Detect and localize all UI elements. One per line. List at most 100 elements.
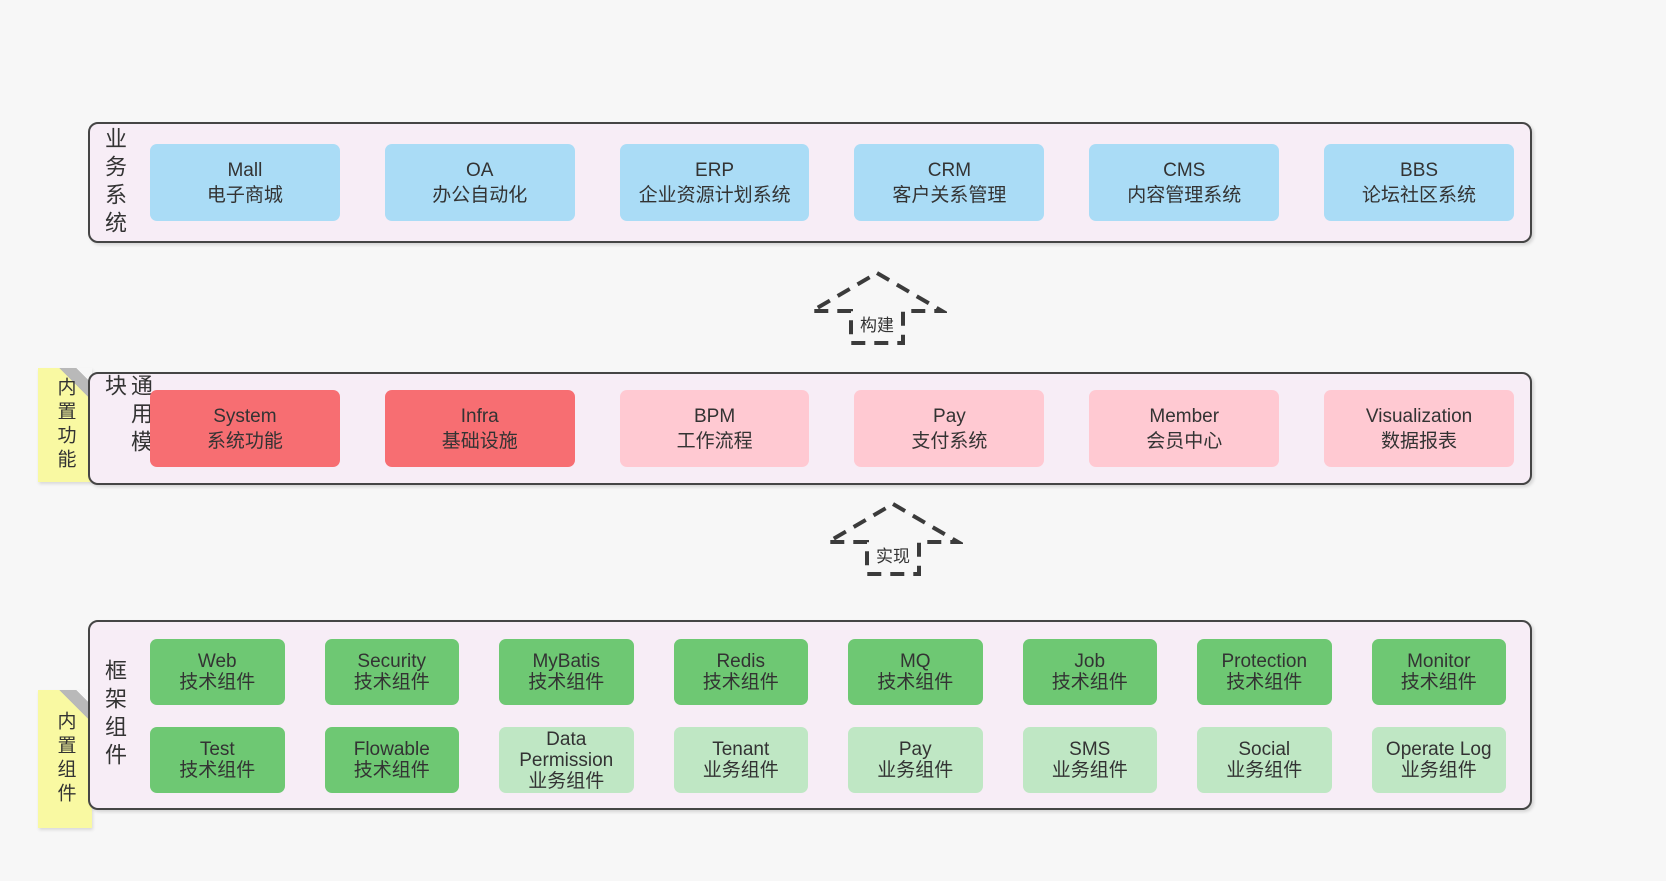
box-subtitle: 技术组件: [179, 760, 256, 781]
box-crm: CRM 客户关系管理: [854, 144, 1045, 221]
box-mybatis: MyBatis 技术组件: [499, 639, 634, 705]
band-business-systems: 业务系统 Mall 电子商城 OA 办公自动化 ERP 企业资源计划系统 CRM…: [88, 122, 1532, 243]
box-subtitle: 技术组件: [1226, 672, 1303, 693]
box-test: Test 技术组件: [150, 727, 285, 793]
box-social: Social 业务组件: [1197, 727, 1332, 793]
sticky-note-built-in-features: 内置功能: [38, 368, 92, 482]
box-subtitle: 客户关系管理: [892, 184, 1007, 206]
box-tenant: Tenant 业务组件: [673, 727, 808, 793]
box-sms: SMS 业务组件: [1022, 727, 1157, 793]
box-title: Social: [1238, 739, 1291, 760]
box-subtitle: 系统功能: [206, 430, 283, 452]
box-subtitle: 技术组件: [877, 672, 954, 693]
box-mq: MQ 技术组件: [848, 639, 983, 705]
box-title: OA: [466, 159, 494, 181]
box-title: Data Permission: [519, 728, 614, 771]
box-title: Test: [199, 739, 235, 760]
box-subtitle: 业务组件: [528, 770, 605, 792]
module-boxes-row: System 系统功能 Infra 基础设施 BPM 工作流程 Pay 支付系统…: [150, 374, 1514, 483]
business-boxes-row: Mall 电子商城 OA 办公自动化 ERP 企业资源计划系统 CRM 客户关系…: [150, 124, 1514, 241]
box-title: Operate Log: [1385, 739, 1492, 760]
box-subtitle: 业务组件: [877, 760, 954, 781]
box-subtitle: 技术组件: [179, 672, 256, 693]
box-visualization: Visualization 数据报表: [1324, 390, 1514, 467]
side-label-text: 框架组件: [102, 659, 127, 771]
box-bbs: BBS 论坛社区系统: [1324, 144, 1514, 221]
box-title: Job: [1074, 651, 1106, 672]
band-common-modules: 通用模块 System 系统功能 Infra 基础设施 BPM 工作流程 Pay…: [88, 372, 1532, 485]
box-title: Security: [357, 651, 427, 672]
box-job: Job 技术组件: [1022, 639, 1157, 705]
box-title: MQ: [899, 651, 931, 672]
band-framework-components: 框架组件 Web 技术组件 Security 技术组件 MyBatis 技术组件…: [88, 620, 1532, 810]
box-subtitle: 办公自动化: [432, 184, 528, 206]
box-subtitle: 企业资源计划系统: [638, 184, 791, 206]
box-title: Pay: [933, 405, 966, 427]
box-title: MyBatis: [532, 651, 601, 672]
box-member: Member 会员中心: [1089, 390, 1280, 467]
box-title: SMS: [1069, 739, 1111, 760]
box-data-permission: Data Permission 业务组件: [499, 727, 634, 793]
box-title: Flowable: [353, 739, 430, 760]
box-title: BBS: [1400, 159, 1439, 181]
framework-row-1: Web 技术组件 Security 技术组件 MyBatis 技术组件 Redi…: [150, 639, 1506, 705]
box-subtitle: 技术组件: [353, 760, 430, 781]
box-pay: Pay 支付系统: [854, 390, 1045, 467]
box-subtitle: 技术组件: [1051, 672, 1128, 693]
sticky-label: 内置功能: [54, 377, 76, 473]
box-mall: Mall 电子商城: [150, 144, 340, 221]
box-subtitle: 业务组件: [1400, 760, 1477, 781]
box-title: CRM: [927, 159, 972, 181]
box-system: System 系统功能: [150, 390, 340, 467]
box-title: Redis: [716, 651, 766, 672]
box-protection: Protection 技术组件: [1197, 639, 1332, 705]
box-title: Tenant: [712, 739, 770, 760]
box-title: Infra: [460, 405, 499, 427]
implement-arrow: 实现: [823, 501, 963, 577]
box-title: Visualization: [1365, 405, 1473, 427]
box-subtitle: 内容管理系统: [1127, 184, 1242, 206]
box-title: System: [213, 405, 277, 427]
box-subtitle: 会员中心: [1146, 430, 1223, 452]
box-title: BPM: [693, 405, 736, 427]
side-label-business-systems: 业务系统: [101, 124, 127, 241]
box-subtitle: 技术组件: [528, 672, 605, 693]
box-subtitle: 技术组件: [1400, 672, 1477, 693]
box-title: Monitor: [1407, 651, 1471, 672]
framework-row-2: Test 技术组件 Flowable 技术组件 Data Permission …: [150, 727, 1506, 793]
framework-boxes-grid: Web 技术组件 Security 技术组件 MyBatis 技术组件 Redi…: [150, 639, 1506, 793]
build-arrow: 构建: [807, 270, 947, 346]
box-subtitle: 支付系统: [911, 430, 988, 452]
sticky-note-built-in-components: 内置组件: [38, 690, 92, 828]
box-cms: CMS 内容管理系统: [1089, 144, 1280, 221]
box-subtitle: 论坛社区系统: [1362, 184, 1477, 206]
box-web: Web 技术组件: [150, 639, 285, 705]
side-label-common-modules: 通用模块: [101, 374, 153, 483]
dashed-up-arrow-icon: [807, 270, 947, 345]
box-monitor: Monitor 技术组件: [1371, 639, 1506, 705]
box-operate-log: Operate Log 业务组件: [1371, 727, 1506, 793]
side-label-framework-components: 框架组件: [101, 622, 127, 808]
box-redis: Redis 技术组件: [673, 639, 808, 705]
box-subtitle: 基础设施: [441, 430, 518, 452]
box-erp: ERP 企业资源计划系统: [619, 144, 810, 221]
box-subtitle: 电子商城: [206, 184, 283, 206]
box-subtitle: 技术组件: [353, 672, 430, 693]
side-label-text: 通用模块: [102, 374, 153, 458]
box-title: Mall: [227, 159, 263, 181]
box-title: Protection: [1221, 651, 1308, 672]
box-title: Member: [1149, 405, 1220, 427]
box-title: CMS: [1163, 159, 1206, 181]
box-bpm: BPM 工作流程: [619, 390, 810, 467]
dashed-up-arrow-icon: [823, 501, 963, 576]
box-subtitle: 业务组件: [1226, 760, 1303, 781]
box-flowable: Flowable 技术组件: [324, 727, 459, 793]
box-title: Pay: [898, 739, 932, 760]
box-pay-business: Pay 业务组件: [848, 727, 983, 793]
sticky-label: 内置组件: [54, 711, 76, 807]
box-oa: OA 办公自动化: [384, 144, 575, 221]
side-label-text: 业务系统: [102, 126, 127, 239]
arrow-label: 构建: [857, 311, 897, 336]
box-subtitle: 业务组件: [1051, 760, 1128, 781]
